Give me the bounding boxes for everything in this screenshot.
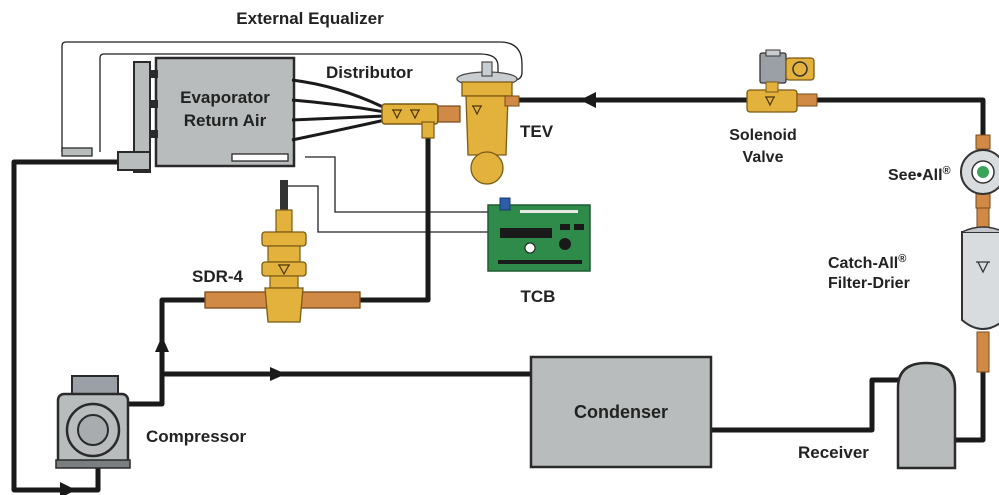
valve-symbol-icon (278, 264, 290, 276)
distributor (381, 103, 461, 139)
see-all-label: See•All® (888, 165, 951, 184)
discharge-line (128, 371, 530, 407)
tcb-sensor-line-2 (288, 185, 488, 233)
sensing-lines (61, 41, 523, 233)
catch-all-filter-drier: Catch-All® Filter-Drier (828, 207, 999, 373)
distributor-tubes (291, 78, 386, 142)
condenser-label: Condenser (574, 402, 668, 422)
sdr4-regulator: SDR-4 (192, 180, 361, 323)
filter-drier-label: Filter-Drier (828, 275, 910, 292)
flow-arrow-icon (270, 367, 286, 381)
external-equalizer-label: External Equalizer (236, 9, 384, 28)
evaporator: Evaporator Return Air (61, 56, 296, 173)
distributor-label: Distributor (326, 63, 413, 82)
tev-valve (456, 61, 520, 185)
see-all-sight-glass: See•All® (888, 134, 999, 209)
receiver-to-drier (955, 370, 986, 443)
tcb-sensor-line-1 (305, 156, 488, 213)
hot-gas-line (159, 297, 205, 374)
solenoid-valve: Solenoid Valve (729, 49, 818, 166)
suction-line (11, 159, 148, 493)
compressor-label: Compressor (146, 427, 247, 446)
flow-arrows (60, 92, 596, 495)
valve-symbol-icon (392, 109, 420, 120)
valve-symbol-icon (472, 105, 482, 116)
receiver-label: Receiver (798, 443, 869, 462)
solenoid-label-line2: Valve (743, 149, 784, 166)
valve-symbol-icon (765, 96, 775, 107)
compressor: Compressor (55, 375, 247, 469)
external-equalizer-line (61, 41, 523, 152)
flow-arrow-icon (580, 92, 596, 108)
condenser-to-receiver (710, 377, 900, 433)
tev-label: TEV (520, 122, 554, 141)
evaporator-label-line2: Return Air (184, 111, 267, 130)
liquid-line (815, 97, 986, 205)
flow-arrow-icon (155, 336, 169, 352)
evaporator-label-line1: Evaporator (180, 88, 270, 107)
tcb-label: TCB (521, 287, 556, 306)
condenser: Condenser (529, 355, 713, 469)
sdr-outlet-line (360, 128, 431, 303)
equalizer-inner-line (99, 53, 499, 152)
tcb-board: TCB (487, 197, 591, 306)
catch-all-label: Catch-All® (828, 253, 906, 272)
flow-arrow-icon (60, 482, 76, 495)
receiver: Receiver (798, 361, 957, 470)
valve-symbol-icon (976, 261, 990, 274)
sdr4-label: SDR-4 (192, 267, 244, 286)
solenoid-label-line1: Solenoid (729, 127, 797, 144)
